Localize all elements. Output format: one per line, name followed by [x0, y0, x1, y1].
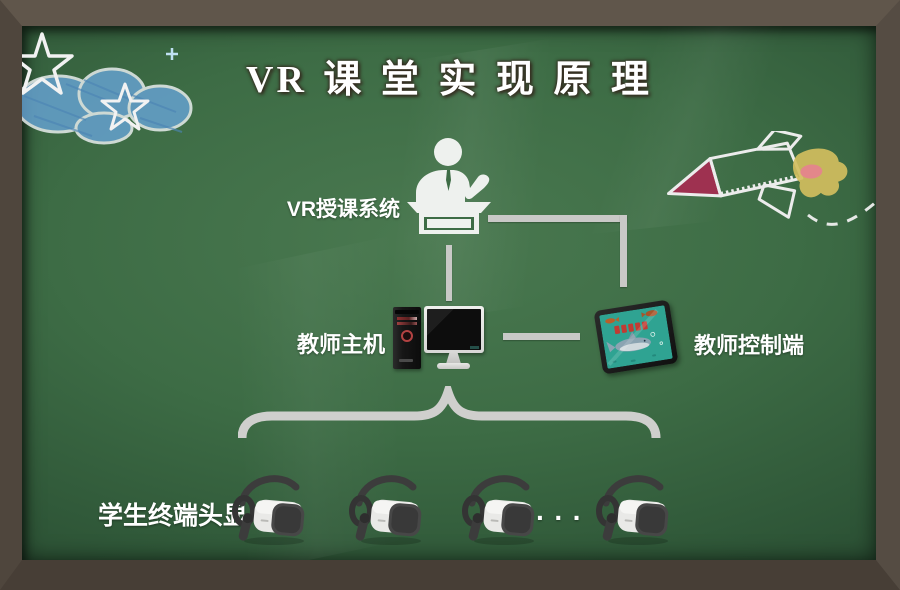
page-title: VR 课 堂 实 现 原 理: [246, 59, 652, 101]
vr-headset-icon: [345, 469, 433, 547]
tower-drive-bay: [397, 322, 417, 325]
tablet-screen: [599, 305, 673, 369]
chalkboard-surface: VR 课 堂 实 现 原 理 VR授课系统 教师主机 教师控制端 学生终端头显: [22, 26, 876, 560]
tower-power-button: [401, 330, 413, 342]
chalk-stars-clouds-doodle: [22, 32, 193, 145]
monitor-stand: [446, 353, 461, 364]
ellipsis-dots: ···: [536, 502, 591, 533]
monitor-screen: [427, 309, 481, 350]
label-teacher-host: 教师主机: [296, 332, 385, 357]
chalk-rocket-doodle: [667, 131, 876, 226]
tablet-icon: [593, 299, 679, 375]
vr-headset-icon: [458, 469, 546, 547]
tower-label: [399, 359, 413, 362]
connector-host-to-tablet: [503, 333, 580, 340]
monitor-icon: [424, 306, 484, 353]
vr-headset-icon: [592, 469, 680, 547]
connector-podium-to-right: [488, 215, 627, 222]
monitor-glint: [470, 346, 479, 349]
tower-drive-bay: [397, 317, 417, 320]
label-student-headsets: 学生终端头显: [98, 502, 249, 530]
monitor-base: [437, 363, 470, 369]
vr-headset-icon: [228, 469, 316, 547]
lecturer-podium-icon: [407, 138, 491, 234]
desktop-tower-icon: [393, 307, 421, 369]
label-vr-teaching-system: VR授课系统: [286, 198, 400, 221]
label-teacher-controller: 教师控制端: [694, 333, 805, 358]
connector-podium-to-host: [446, 245, 452, 301]
connector-down-to-tablet: [620, 215, 627, 287]
brace-icon: [238, 386, 661, 439]
tower-top-band: [395, 310, 419, 314]
